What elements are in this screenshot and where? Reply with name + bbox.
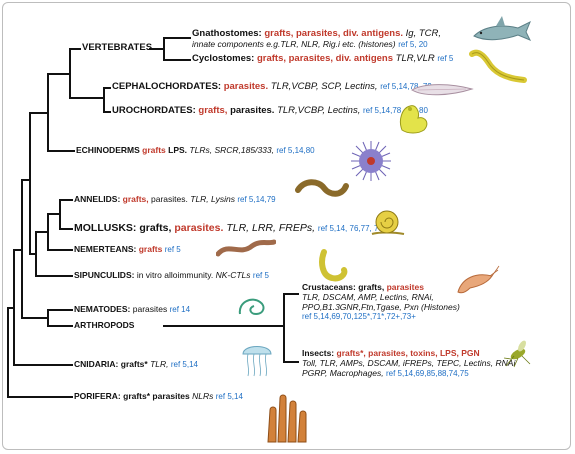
crustaceans-name: Crustaceans: xyxy=(302,282,356,292)
nematode-illustration xyxy=(238,298,265,316)
arthropods-label: ARTHROPODS xyxy=(74,320,135,330)
urochordates-ref: ref 5,14,78, 79, 80 xyxy=(363,106,428,115)
porifera-receptors: NLRs xyxy=(192,391,214,401)
cyclostomes-receptors: TLR,VLR xyxy=(395,53,435,64)
sipunculids-ref: ref 5 xyxy=(252,271,269,280)
mollusks-name: MOLLUSKS: xyxy=(74,222,137,234)
nemerteans-challenges-red: grafts xyxy=(138,244,163,254)
crustaceans-challenges-red: parasites xyxy=(386,282,424,292)
urochordates-challenges-red: grafts, xyxy=(198,105,228,116)
gnathostomes-innate: innate components e.g.TLR, NLR, Rig.i et… xyxy=(192,38,396,49)
insects-receptors-2: PGRP, Macrophages, xyxy=(302,367,384,378)
nematodes-ref: ref 14 xyxy=(169,305,191,314)
lamprey-illustration xyxy=(469,49,527,83)
crustaceans-ref: ref 5,14,69,70,125*,71*,72+,73+ xyxy=(302,312,416,322)
jellyfish-illustration xyxy=(242,346,272,377)
echinoderms-challenges: LPS. xyxy=(168,145,188,155)
amphioxus-illustration xyxy=(411,84,474,96)
crustaceans-entry: Crustaceans: grafts, parasites TLR, DSCA… xyxy=(302,282,460,322)
cephalochordates-receptors: TLR,VCBP, SCP, Lectins, xyxy=(270,81,378,92)
cyclostomes-challenges: grafts, parasites, div. antigens xyxy=(256,53,393,64)
vertebrates-label: VERTEBRATES xyxy=(82,42,153,53)
echinoderms-receptors: TLRs, SRCR,185/333, xyxy=(189,145,274,155)
urochordates-receptors: TLR,VCBP, Lectins, xyxy=(277,105,361,116)
cephalochordates-challenges: parasites. xyxy=(223,81,269,92)
mollusks-ref: ref 5,14, 76,77, 79 xyxy=(317,224,383,233)
shark-illustration xyxy=(473,16,532,41)
cyclostomes-name: Cyclostomes: xyxy=(192,53,255,64)
figure-frame xyxy=(2,2,571,450)
gnathostomes-name: Gnathostomes: xyxy=(192,28,262,39)
nemertean-worm-illustration xyxy=(216,239,276,257)
annelids-challenges: parasites. xyxy=(151,194,188,204)
tunicate-illustration xyxy=(399,105,428,134)
sipunculids-challenges: in vitro alloimmunity. xyxy=(136,270,214,280)
urochordates-entry: UROCHORDATES: grafts, parasites. TLR,VCB… xyxy=(112,105,428,117)
mollusks-challenges: grafts, xyxy=(139,222,172,234)
crustaceans-receptors-2: PPO,B1.3GNR,Ftn,Tgase, Pxn (Histones) xyxy=(302,301,460,312)
insects-challenges-red: grafts*, parasites, toxins, LPS, PGN xyxy=(336,348,480,358)
crustaceans-receptors-1: TLR, DSCAM, AMP, Lectins, RNAi, xyxy=(302,291,434,302)
insects-ref: ref 5,14,69,85,88,74,75 xyxy=(385,368,469,378)
cyclostomes-ref: ref 5 xyxy=(437,54,454,63)
mollusks-entry: MOLLUSKS: grafts, parasites. TLR, LRR, F… xyxy=(74,222,383,234)
nematodes-challenges: parasites xyxy=(132,304,168,314)
porifera-ref: ref 5,14 xyxy=(215,392,243,401)
sipunculids-name: SIPUNCULIDS: xyxy=(74,270,135,280)
porifera-entry: PORIFERA: grafts* parasites NLRs ref 5,1… xyxy=(74,391,243,402)
cephalochordates-entry: CEPHALOCHORDATES: parasites. TLR,VCBP, S… xyxy=(112,81,432,93)
cephalochordates-ref: ref 5,14,78, 79 xyxy=(380,82,432,91)
cnidaria-challenges: grafts* xyxy=(120,359,148,369)
cnidaria-name: CNIDARIA: xyxy=(74,359,119,369)
sea-urchin-illustration xyxy=(351,141,391,181)
shrimp-illustration xyxy=(457,265,500,294)
cnidaria-entry: CNIDARIA: grafts* TLR, ref 5,14 xyxy=(74,359,199,370)
sipunculid-illustration xyxy=(319,249,348,282)
urochordates-name: UROCHORDATES: xyxy=(112,105,196,116)
gnathostomes-challenges: grafts, parasites, div. antigens. xyxy=(264,28,404,39)
insects-receptors-1: Toll, TLR, AMPs, DSCAM, iFREPs, TEPC, Le… xyxy=(302,357,516,368)
crustaceans-challenges: grafts, xyxy=(358,282,385,292)
porifera-challenges: grafts* parasites xyxy=(123,391,190,401)
insects-name: Insects: xyxy=(302,348,335,358)
annelids-ref: ref 5,14,79 xyxy=(237,195,276,204)
gnathostomes-ref: ref 5, 20 xyxy=(398,39,428,49)
sipunculids-entry: SIPUNCULIDS: in vitro alloimmunity. NK-C… xyxy=(74,270,269,281)
echinoderms-name: ECHINODERMS xyxy=(76,145,140,155)
annelid-worm-illustration xyxy=(295,179,349,197)
cnidaria-receptors: TLR, xyxy=(150,359,169,369)
nematodes-entry: NEMATODES: parasites ref 14 xyxy=(74,304,191,315)
gnathostomes-entry: Gnathostomes: grafts, parasites, div. an… xyxy=(192,28,442,51)
cephalochordates-name: CEPHALOCHORDATES: xyxy=(112,81,222,92)
echinoderms-ref: ref 5,14,80 xyxy=(276,146,315,155)
gnathostomes-receptors: Ig, TCR, xyxy=(405,28,442,39)
cyclostomes-entry: Cyclostomes: grafts, parasites, div. ant… xyxy=(192,53,454,65)
sponge-illustration xyxy=(267,394,307,443)
annelids-name: ANNELIDS: xyxy=(74,194,121,204)
mollusks-receptors: TLR, LRR, FREPs, xyxy=(226,222,315,234)
annelids-entry: ANNELIDS: grafts, parasites. TLR, Lysins… xyxy=(74,194,276,205)
nemerteans-entry: NEMERTEANS: grafts ref 5 xyxy=(74,244,181,255)
annelids-receptors: TLR, Lysins xyxy=(190,194,235,204)
echinoderms-entry: ECHINODERMS grafts LPS. TLRs, SRCR,185/3… xyxy=(76,145,315,156)
nemerteans-ref: ref 5 xyxy=(164,245,181,254)
mosquito-illustration xyxy=(503,340,531,368)
snail-illustration xyxy=(371,210,405,235)
mollusks-challenges-red: parasites. xyxy=(174,222,224,234)
insects-entry: Insects: grafts*, parasites, toxins, LPS… xyxy=(302,348,516,378)
cnidaria-ref: ref 5,14 xyxy=(170,360,199,369)
porifera-name: PORIFERA: xyxy=(74,391,121,401)
urochordates-challenges: parasites. xyxy=(230,105,275,116)
annelids-challenges-red: grafts, xyxy=(122,194,149,204)
echinoderms-challenges-red: grafts xyxy=(142,145,166,155)
sipunculids-receptors: NK-CTLs xyxy=(215,270,251,280)
nematodes-name: NEMATODES: xyxy=(74,304,131,314)
nemerteans-name: NEMERTEANS: xyxy=(74,244,137,254)
